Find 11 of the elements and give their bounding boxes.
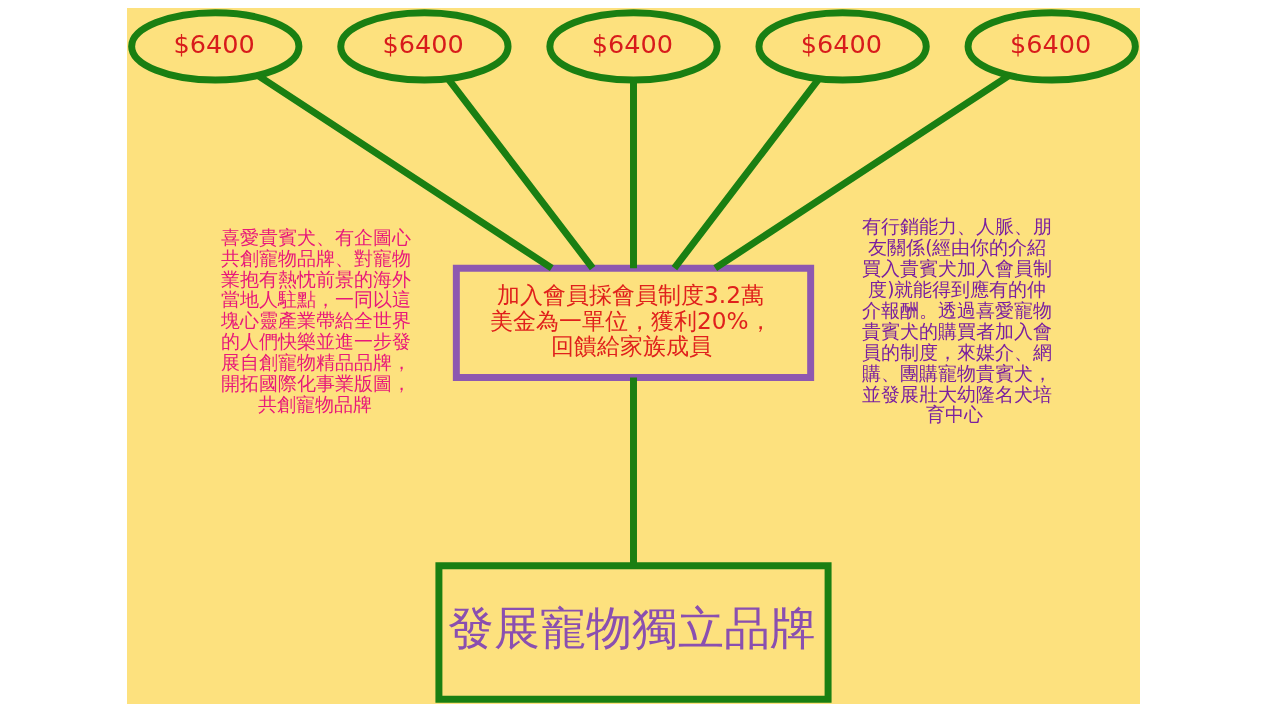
connector	[630, 377, 637, 566]
node-ellipse: $6400	[755, 9, 930, 84]
label: 喜愛貴賓犬、有企圖心共創寵物品牌、對寵物業抱有熱忱前景的海外當地人駐點，一同以這塊心靈產業帶給全世界的人們快樂並進一步發展自創寵物精品品牌，開拓國際化事業版圖，共創寵物品牌	[221, 226, 412, 415]
node-box: 加入會員採會員制度3.2萬美金為一單位，獲利20%，回饋給家族成員	[452, 264, 815, 381]
label: 有行銷能力、人脈、朋友關係(經由你的介紹買入貴賓犬加入會員制度)就能得到應有的仲介報酬。透過喜愛寵物貴賓犬的購買者加入會員的制度，來媒介、網購、團購寵物貴賓犬，並發展壯大幼隆名犬培育中心	[862, 216, 1053, 426]
node-ellipse: $6400	[964, 9, 1139, 84]
node-ellipse: $6400	[546, 9, 721, 84]
node-ellipse: $6400	[128, 9, 303, 84]
node-ellipse: $6400	[337, 9, 512, 84]
node-box: 發展寵物獨立品牌	[435, 562, 832, 703]
connector	[630, 80, 637, 269]
